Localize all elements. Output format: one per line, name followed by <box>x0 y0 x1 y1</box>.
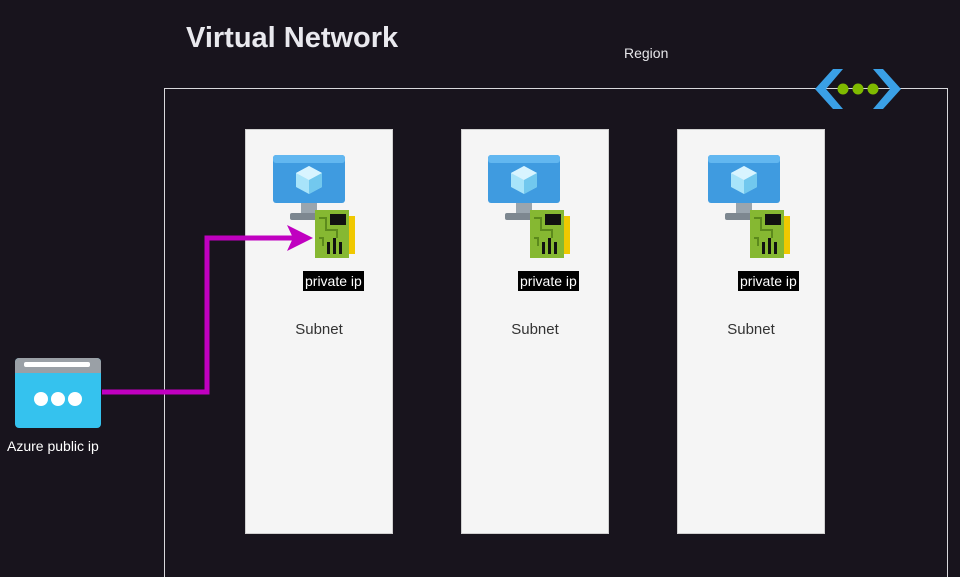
public-ip-icon <box>15 358 101 428</box>
virtual-machine-icon <box>488 155 560 220</box>
network-interface-icon <box>315 210 355 258</box>
virtual-machine-icon <box>708 155 780 220</box>
private-ip-label-3: private ip <box>738 271 799 291</box>
network-interface-icon <box>750 210 790 258</box>
private-ip-label-1: private ip <box>303 271 364 291</box>
diagram-title: Virtual Network <box>186 22 399 54</box>
virtual-network-icon <box>815 69 901 109</box>
subnet-label-3: Subnet <box>727 321 775 338</box>
private-ip-label-2: private ip <box>518 271 579 291</box>
region-label: Region <box>624 45 669 61</box>
public-ip-label: Azure public ip <box>7 438 99 454</box>
subnet-label-2: Subnet <box>511 321 559 338</box>
network-interface-icon <box>530 210 570 258</box>
subnet-label-1: Subnet <box>295 321 343 338</box>
